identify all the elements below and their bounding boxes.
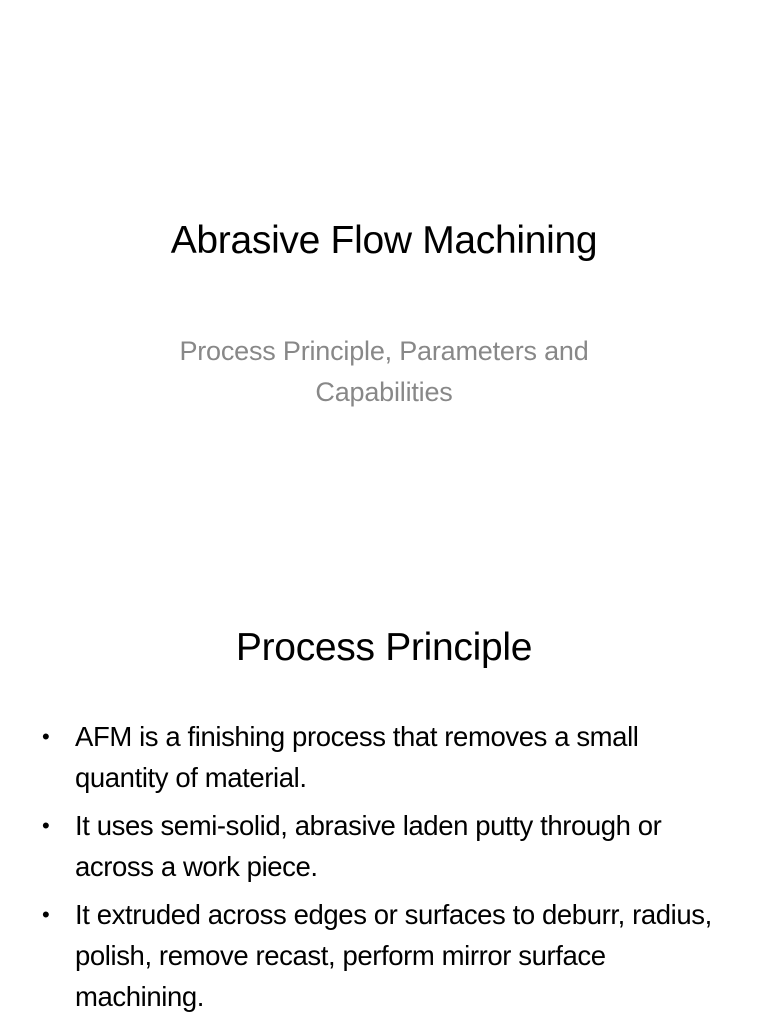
bullet-icon: • <box>42 724 50 749</box>
slide-process-principle: Process Principle • AFM is a finishing p… <box>0 576 768 1024</box>
bullet-text: It extruded across edges or surfaces to … <box>75 899 712 1012</box>
bullet-item: • It extruded across edges or surfaces t… <box>38 894 738 1017</box>
slide-title: Abrasive Flow Machining Process Principl… <box>170 219 598 407</box>
bullet-icon: • <box>42 902 50 927</box>
slide-subtitle: Process Principle, Parameters and Capabi… <box>179 336 589 407</box>
slide-heading: Process Principle <box>235 626 533 669</box>
bullet-icon: • <box>42 813 50 838</box>
slide-title-heading: Abrasive Flow Machining <box>170 219 598 262</box>
bullet-text: AFM is a finishing process that removes … <box>75 721 639 793</box>
bullet-item: • It uses semi-solid, abrasive laden put… <box>38 805 738 887</box>
bullet-item: • AFM is a finishing process that remove… <box>38 716 738 798</box>
bullet-list: • AFM is a finishing process that remove… <box>38 716 738 1024</box>
bullet-text: It uses semi-solid, abrasive laden putty… <box>75 810 662 882</box>
